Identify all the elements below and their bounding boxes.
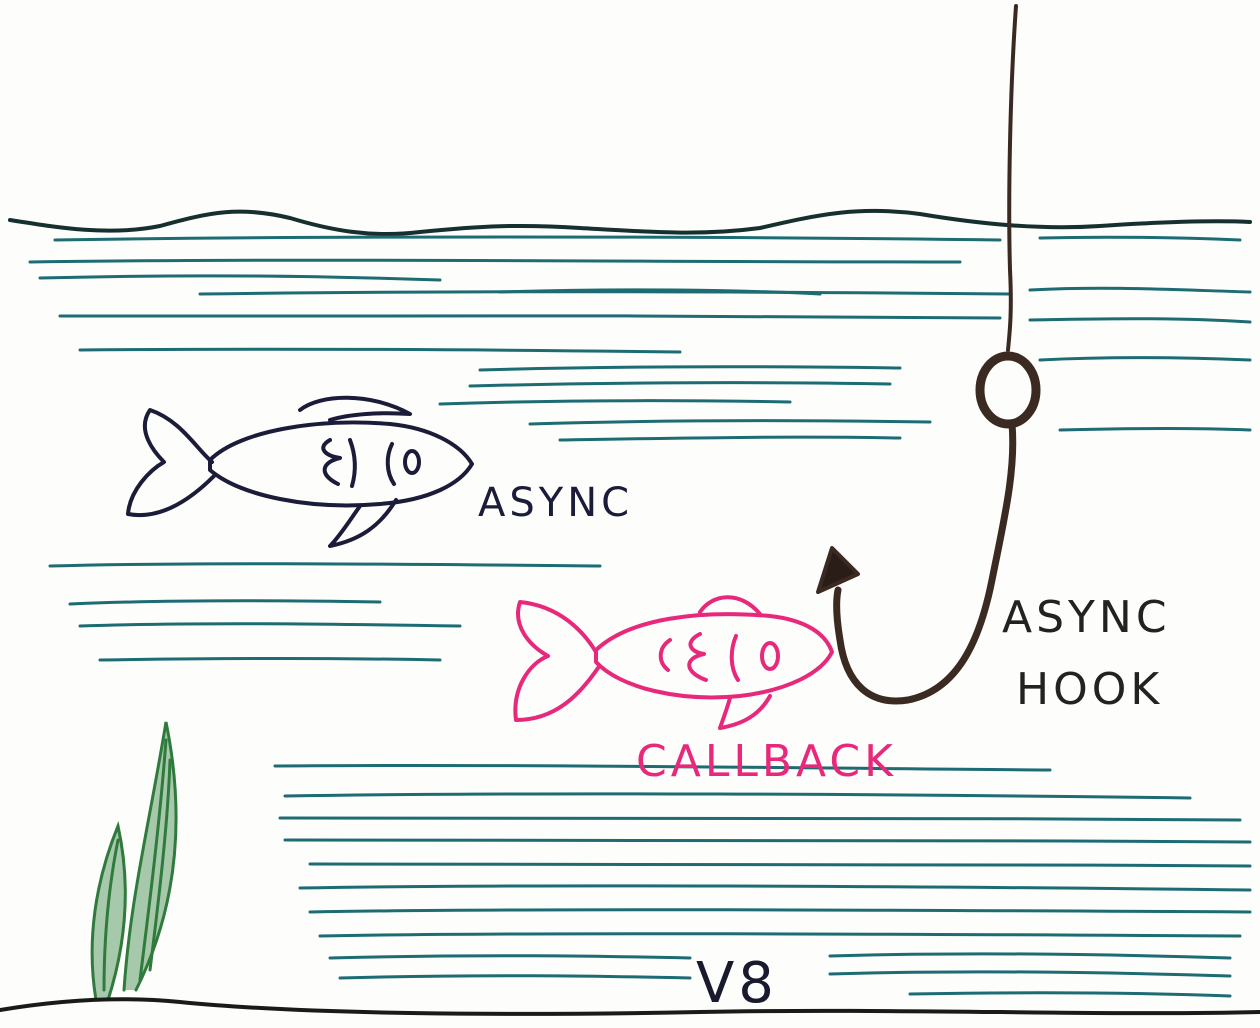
async-fish-top-fin <box>298 395 412 422</box>
water-surface-line <box>8 208 1252 237</box>
v8-engine-label: V8 <box>696 951 778 1016</box>
callback-fish <box>513 595 834 730</box>
seaweed-blade-tall <box>122 721 178 992</box>
fishing-line <box>1006 4 1018 352</box>
callback-fish-top-fin <box>698 595 762 616</box>
async-fish <box>126 395 474 548</box>
hook-eye-ring <box>975 351 1041 429</box>
async-fish-body <box>208 420 474 508</box>
async-fish-eye <box>403 449 421 475</box>
async-fish-label: ASYNC <box>478 480 633 526</box>
async-fish-tail <box>126 408 216 518</box>
async-fish-bottom-fin <box>328 498 398 548</box>
hook-shank <box>833 420 1017 705</box>
seabed-line <box>0 997 1260 1016</box>
callback-fish-bottom-fin <box>718 694 772 730</box>
async-hook-label-line1: ASYNC <box>1002 592 1171 643</box>
water-strokes <box>28 235 1252 998</box>
seaweed <box>90 721 178 1002</box>
callback-fish-gills <box>658 638 672 672</box>
async-hook-label-line2: HOOK <box>1016 664 1163 715</box>
callback-fish-body <box>594 612 834 700</box>
callback-fish-label: CALLBACK <box>636 736 897 787</box>
callback-fish-tail <box>513 600 600 722</box>
async-fish-gills <box>321 438 342 486</box>
async-hook <box>816 4 1041 705</box>
callback-fish-eye <box>760 641 780 671</box>
hook-barb <box>816 546 860 594</box>
